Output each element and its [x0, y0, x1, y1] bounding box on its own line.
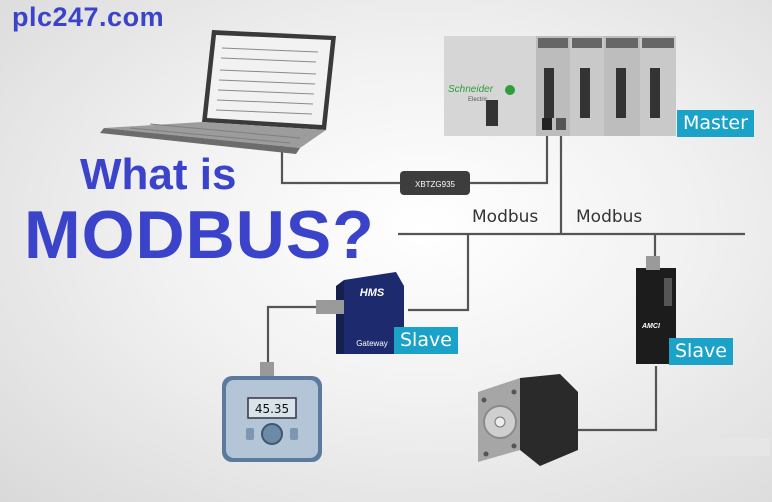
modbus-label-left: Modbus — [472, 207, 539, 227]
meter-controller: 45.35 — [222, 362, 322, 462]
plc-brand: Schneider — [448, 84, 494, 95]
gateway-brand: HMS — [360, 287, 385, 299]
bus-lines — [266, 128, 745, 432]
site-name[interactable]: plc247.com — [12, 2, 165, 32]
gateway-cable — [408, 234, 470, 312]
hms-gateway: HMS Gateway — [316, 272, 404, 354]
master-tag: Master — [677, 110, 754, 137]
drive-slave-tag: Slave — [669, 338, 733, 365]
watermark-patch — [678, 438, 770, 456]
stepper-motor — [478, 374, 578, 466]
laptop-cable — [280, 140, 400, 185]
cable-converter: XBTZG935 — [400, 171, 470, 195]
laptop — [100, 30, 336, 154]
headline-line1: What is — [80, 150, 237, 199]
plc-cable-1 — [470, 128, 549, 185]
gateway-label: Gateway — [356, 339, 388, 348]
modbus-label-right: Modbus — [576, 207, 643, 227]
meter-display-value: 45.35 — [255, 402, 289, 416]
headline-line2: MODBUS? — [24, 197, 375, 273]
cable-module-label: XBTZG935 — [415, 180, 456, 189]
plc-rack: Schneider Electric — [444, 36, 676, 136]
motor-cable — [578, 366, 658, 432]
meter-cable — [266, 305, 344, 366]
drive-brand: AMCI — [641, 323, 661, 330]
gateway-slave-tag: Slave — [394, 327, 458, 354]
gateway-connector — [316, 300, 344, 314]
plc-brand-sub: Electric — [468, 97, 488, 103]
